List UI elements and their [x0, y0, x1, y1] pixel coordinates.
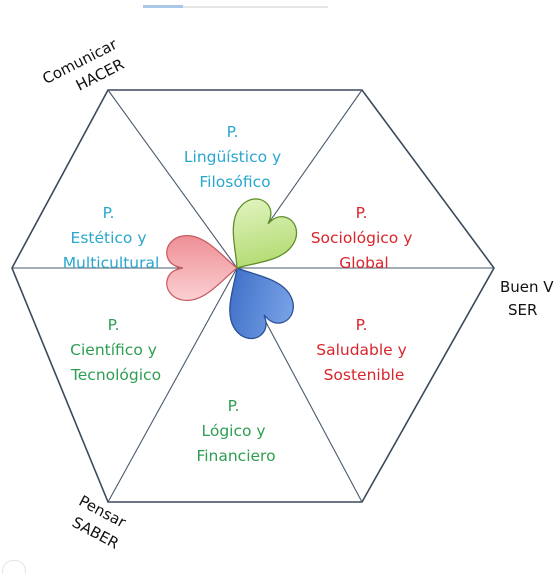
segment-estetico: P. Estético y Multicultural: [63, 204, 160, 272]
heart-pink-icon: [166, 234, 239, 302]
segment-linguistico-line3: Filosófico: [199, 173, 270, 191]
segment-logico-line2: Lógico y: [201, 422, 265, 440]
spoke-top-left: [107, 89, 238, 269]
heart-green-icon: [232, 198, 298, 269]
segment-logico: P. Lógico y Financiero: [196, 397, 275, 465]
segment-cientifico-line2: Científico y: [70, 341, 157, 359]
spoke-bottom-left: [107, 267, 238, 503]
segment-estetico-line1: P.: [103, 204, 115, 222]
segment-saludable-line1: P.: [356, 316, 368, 334]
segment-linguistico: P. Lingüístico y Filosófico: [184, 123, 286, 191]
segment-estetico-line2: Estético y: [71, 229, 147, 247]
segment-linguistico-line2: Lingüístico y: [184, 148, 281, 166]
corner-right-line1: Buen Vivir: [500, 278, 554, 296]
petals: [166, 198, 298, 340]
segment-sociologico: P. Sociológico y Global: [311, 204, 418, 272]
segment-sociologico-line3: Global: [339, 254, 388, 272]
corner-right-line2: SER: [508, 301, 537, 319]
segment-cientifico-line3: Tecnológico: [70, 366, 161, 384]
segment-cientifico: P. Científico y Tecnológico: [70, 316, 162, 384]
segment-logico-line3: Financiero: [196, 447, 275, 465]
segment-cientifico-line1: P.: [108, 316, 120, 334]
segment-sociologico-line2: Sociológico y: [311, 229, 413, 247]
segment-linguistico-line1: P.: [227, 123, 239, 141]
top-divider-accent: [143, 5, 183, 8]
segment-saludable-line3: Sostenible: [324, 366, 405, 384]
heart-blue-icon: [229, 267, 294, 340]
segment-saludable-line2: Saludable y: [316, 341, 407, 359]
segment-sociologico-line1: P.: [356, 204, 368, 222]
top-divider: [143, 6, 328, 8]
segment-saludable: P. Saludable y Sostenible: [316, 316, 412, 384]
segment-logico-line1: P.: [228, 397, 240, 415]
corner-mark: [2, 560, 26, 573]
segment-estetico-line3: Multicultural: [63, 254, 160, 272]
